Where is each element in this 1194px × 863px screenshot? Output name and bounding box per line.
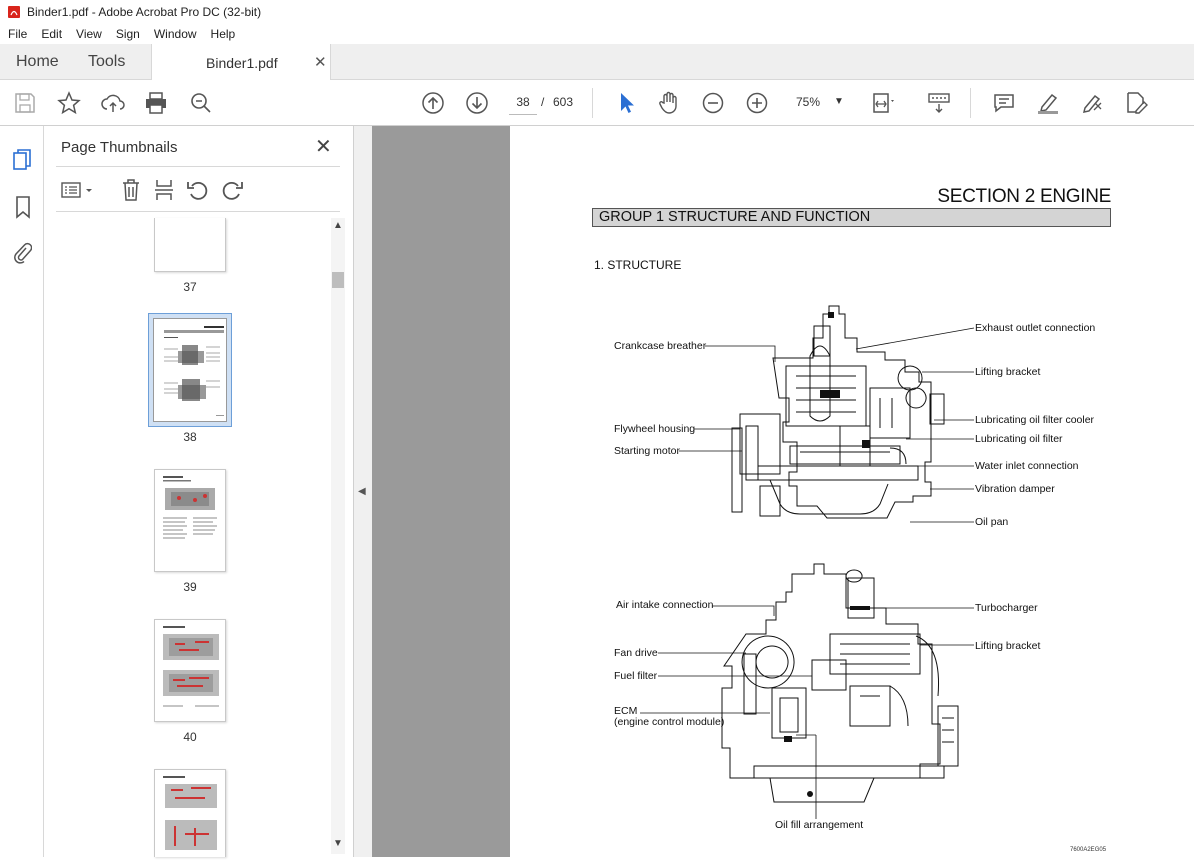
window-title: Binder1.pdf - Adobe Acrobat Pro DC (32-b… bbox=[27, 5, 262, 19]
page-thumbnail[interactable] bbox=[154, 218, 226, 272]
page-number-input[interactable]: 38 bbox=[509, 91, 537, 115]
label-water-inlet: Water inlet connection bbox=[975, 460, 1079, 472]
scroll-down-icon[interactable]: ▼ bbox=[333, 838, 343, 849]
page-thumbnails-icon[interactable] bbox=[12, 148, 34, 172]
collapse-panel-icon[interactable]: ◀ bbox=[358, 486, 366, 497]
label-lube-oil-filter: Lubricating oil filter bbox=[975, 433, 1063, 445]
page-down-icon[interactable] bbox=[464, 90, 490, 116]
menu-view[interactable]: View bbox=[76, 27, 102, 41]
pdf-page: SECTION 2 ENGINE GROUP 1 STRUCTURE AND F… bbox=[510, 126, 1194, 857]
page-up-icon[interactable] bbox=[420, 90, 446, 116]
structure-heading: 1. STRUCTURE bbox=[594, 258, 682, 272]
page-thumbnail bbox=[153, 318, 227, 422]
thumbnail-page-number: 40 bbox=[183, 730, 197, 744]
page-separator: / bbox=[541, 95, 545, 109]
label-lube-filter-cooler: Lubricating oil filter cooler bbox=[975, 414, 1095, 426]
label-ecm: ECM bbox=[614, 705, 638, 717]
label-ecm-desc: (engine control module) bbox=[614, 716, 725, 728]
close-panel-icon[interactable]: ✕ bbox=[315, 136, 332, 158]
label-oil-pan: Oil pan bbox=[975, 516, 1009, 528]
thumbnail-scrollbar[interactable]: ▲ ▼ bbox=[331, 218, 345, 854]
panel-divider bbox=[56, 211, 340, 212]
label-fan-drive: Fan drive bbox=[614, 647, 658, 659]
label-starting-motor: Starting motor bbox=[614, 445, 680, 457]
highlight-pen-icon[interactable] bbox=[1035, 90, 1061, 116]
page-total: 603 bbox=[553, 95, 574, 109]
label-crankcase-breather: Crankcase breather bbox=[614, 340, 707, 352]
zoom-search-icon[interactable] bbox=[188, 90, 214, 116]
attachment-icon[interactable] bbox=[12, 240, 33, 264]
title-bar: Binder1.pdf - Adobe Acrobat Pro DC (32-b… bbox=[0, 0, 1194, 24]
fit-page-icon[interactable] bbox=[870, 90, 896, 116]
figure-code: 7600A2EG05 bbox=[1070, 847, 1107, 853]
chevron-down-icon: ▼ bbox=[834, 96, 844, 107]
print-icon[interactable] bbox=[143, 90, 169, 116]
tab-bar: Home Tools Binder1.pdf ✕ bbox=[0, 44, 1194, 80]
save-icon[interactable] bbox=[12, 90, 38, 116]
section-title: SECTION 2 ENGINE bbox=[937, 186, 1111, 207]
label-lifting-bracket-2: Lifting bracket bbox=[975, 640, 1041, 652]
star-icon[interactable] bbox=[56, 90, 82, 116]
thumbnails-panel: Page Thumbnails ✕ 37 bbox=[44, 126, 354, 857]
hand-tool-icon[interactable] bbox=[656, 90, 682, 116]
comment-icon[interactable] bbox=[991, 90, 1017, 116]
document-viewer[interactable]: SECTION 2 ENGINE GROUP 1 STRUCTURE AND F… bbox=[372, 126, 1194, 857]
label-air-intake: Air intake connection bbox=[616, 599, 714, 611]
select-cursor-icon[interactable] bbox=[613, 90, 639, 116]
panel-divider bbox=[56, 166, 340, 167]
menu-sign[interactable]: Sign bbox=[115, 27, 140, 41]
scrollbar-thumb[interactable] bbox=[332, 272, 344, 288]
zoom-value: 75% bbox=[796, 95, 821, 109]
zoom-select[interactable]: 75% ▼ bbox=[788, 91, 850, 115]
thumbnail-page-number: 37 bbox=[183, 280, 197, 294]
group-heading: GROUP 1 STRUCTURE AND FUNCTION bbox=[592, 208, 1111, 227]
fill-sign-icon[interactable] bbox=[1123, 90, 1149, 116]
thumbnail-page-number: 39 bbox=[183, 580, 197, 594]
menu-edit[interactable]: Edit bbox=[41, 27, 63, 41]
menu-help[interactable]: Help bbox=[210, 27, 236, 41]
engine-diagrams bbox=[640, 305, 975, 819]
menu-file[interactable]: File bbox=[8, 27, 28, 41]
menu-window[interactable]: Window bbox=[153, 27, 197, 41]
label-fuel-filter: Fuel filter bbox=[614, 670, 658, 682]
label-oil-fill: Oil fill arrangement bbox=[775, 819, 864, 831]
toolbar: 38 / 603 75% ▼ bbox=[0, 80, 1194, 126]
close-tab-icon[interactable]: ✕ bbox=[314, 54, 327, 71]
label-exhaust-outlet: Exhaust outlet connection bbox=[975, 322, 1096, 334]
toolbar-divider bbox=[592, 88, 593, 118]
toolbar-divider bbox=[970, 88, 971, 118]
extract-page-icon[interactable] bbox=[153, 178, 175, 202]
rotate-ccw-icon[interactable] bbox=[186, 178, 210, 202]
panel-collapse-gutter[interactable]: ◀ bbox=[354, 126, 372, 857]
selected-thumbnail-highlight[interactable] bbox=[148, 313, 232, 427]
scroll-up-icon[interactable]: ▲ bbox=[333, 220, 343, 231]
label-lifting-bracket: Lifting bracket bbox=[975, 366, 1041, 378]
left-rail bbox=[0, 126, 44, 857]
thumbnail-options-icon[interactable] bbox=[61, 179, 95, 201]
page-thumbnail[interactable] bbox=[154, 619, 226, 722]
label-flywheel-housing: Flywheel housing bbox=[614, 423, 696, 435]
tab-tools[interactable]: Tools bbox=[88, 53, 126, 70]
page-thumbnail[interactable] bbox=[154, 769, 226, 857]
thumbnail-page-number: 38 bbox=[183, 430, 197, 444]
rotate-cw-icon[interactable] bbox=[220, 178, 244, 202]
acrobat-icon bbox=[8, 6, 20, 18]
delete-icon[interactable] bbox=[120, 178, 142, 202]
label-turbocharger: Turbocharger bbox=[975, 602, 1038, 614]
tab-home[interactable]: Home bbox=[16, 53, 59, 70]
tab-document[interactable]: Binder1.pdf ✕ bbox=[151, 44, 331, 80]
tab-document-label: Binder1.pdf bbox=[206, 55, 278, 71]
zoom-in-icon[interactable] bbox=[744, 90, 770, 116]
menu-bar: File Edit View Sign Window Help bbox=[0, 24, 1194, 44]
zoom-out-icon[interactable] bbox=[700, 90, 726, 116]
label-vibration-damper: Vibration damper bbox=[975, 483, 1055, 495]
page-thumbnail[interactable] bbox=[154, 469, 226, 572]
draw-pen-icon[interactable] bbox=[1079, 90, 1105, 116]
upload-icon[interactable] bbox=[100, 90, 126, 116]
keyboard-scroll-icon[interactable] bbox=[926, 90, 952, 116]
bookmark-icon[interactable] bbox=[13, 195, 33, 219]
panel-title: Page Thumbnails bbox=[61, 139, 178, 156]
